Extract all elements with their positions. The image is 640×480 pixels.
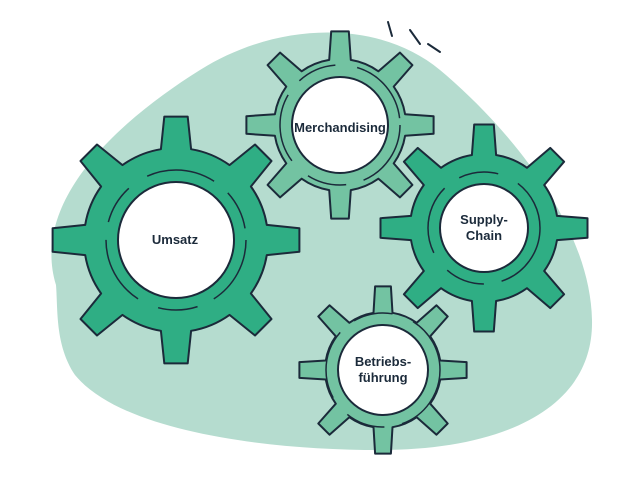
gear-supply_chain [379, 123, 589, 333]
gear-inner-ring-merchandising [279, 64, 401, 186]
gear-umsatz [51, 115, 301, 365]
gear-betriebsfuehrung [298, 285, 468, 455]
gear-hub-betriebsfuehrung [337, 324, 429, 416]
gear-inner-ring-supply_chain [427, 171, 541, 285]
gear-label-betriebsfuehrung: Betriebs- führung [354, 354, 412, 385]
gear-merchandising [245, 30, 435, 220]
gear-hub-supply_chain [439, 183, 529, 273]
gear-inner-ring-umsatz [105, 169, 247, 311]
gear-inner-ring-betriebsfuehrung [325, 312, 441, 428]
gear-hub-merchandising [291, 76, 389, 174]
gear-label-supply-chain: Supply- Chain [460, 212, 508, 243]
motion-lines [387, 21, 441, 53]
gear-hub-umsatz [117, 181, 235, 299]
gear-label-merchandising: Merchandising [294, 120, 386, 135]
gear-label-umsatz: Umsatz [151, 232, 199, 247]
